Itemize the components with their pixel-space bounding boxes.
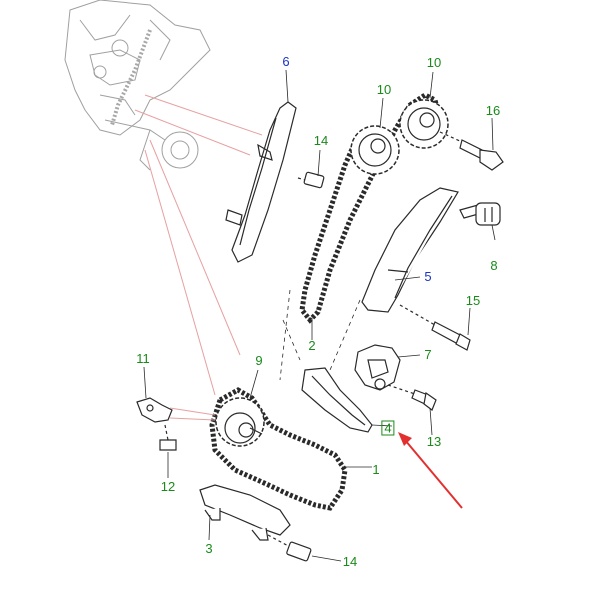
callout-part-9[interactable]: 9 [255, 353, 263, 368]
callout-part-12[interactable]: 12 [160, 479, 176, 494]
callout-part-10-left[interactable]: 10 [376, 82, 392, 97]
lower-chain-guide-part-3 [199, 484, 291, 541]
lower-tensioner-guide-part-4 [301, 367, 373, 433]
callout-part-2[interactable]: 2 [308, 338, 316, 353]
tensioner-bracket-part-7 [354, 344, 401, 391]
engine-block-sketch [64, 0, 211, 171]
callout-part-5[interactable]: 5 [424, 269, 432, 284]
callout-part-10-right[interactable]: 10 [426, 55, 442, 70]
pivot-pin-part-15 [399, 304, 471, 351]
callout-part-8[interactable]: 8 [490, 258, 498, 273]
tensioner-part-8 [459, 202, 501, 226]
callout-part-15[interactable]: 15 [465, 293, 481, 308]
leader-lines-bracket [169, 407, 216, 421]
callout-part-13[interactable]: 13 [426, 434, 442, 449]
red-pointer-arrow [398, 432, 463, 509]
callout-part-1[interactable]: 1 [372, 462, 380, 477]
bolt-part-13 [387, 384, 437, 411]
callout-part-4[interactable]: 4 [381, 420, 395, 436]
tensioner-guide-part-5 [361, 187, 459, 313]
callout-part-16[interactable]: 16 [485, 103, 501, 118]
callout-part-6[interactable]: 6 [282, 54, 290, 69]
leader-lines [134, 94, 263, 396]
bolt-part-14-upper [297, 171, 325, 189]
callout-part-7[interactable]: 7 [424, 347, 432, 362]
lower-timing-chain-part-1 [209, 387, 348, 511]
sprocket-bolt-part-16 [439, 131, 504, 171]
chain-guide-bracket-part-11 [136, 397, 177, 451]
callout-part-3[interactable]: 3 [205, 541, 213, 556]
cam-sprocket-left-part-10 [350, 125, 400, 175]
bolt-part-14-lower [267, 534, 312, 562]
upper-chain-guide-part-6 [225, 101, 297, 263]
alignment-lines [279, 289, 361, 381]
callout-part-14-upper[interactable]: 14 [313, 133, 329, 148]
engine-chain-sketch [110, 29, 152, 126]
cam-sprocket-right-part-10 [399, 99, 449, 149]
crank-sprocket-part-9 [215, 397, 265, 447]
callout-part-11[interactable]: 11 [136, 351, 150, 366]
callout-part-14-lower[interactable]: 14 [342, 554, 358, 569]
